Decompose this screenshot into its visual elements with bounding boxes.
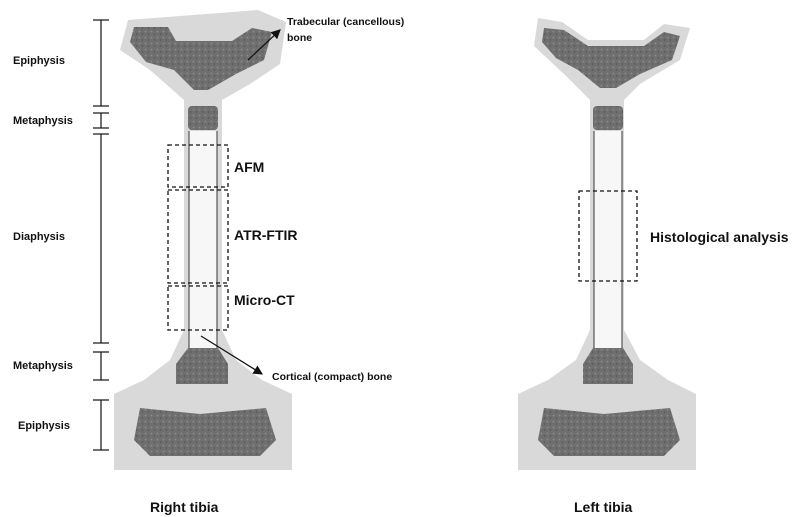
label-atr-ftir: ATR-FTIR — [234, 227, 298, 243]
label-trabecular-line1: Trabecular (cancellous) — [287, 16, 404, 28]
right-tibia-top-metaphysis-trabecular — [188, 106, 218, 130]
left-tibia-top-metaphysis-trabecular — [593, 106, 623, 130]
region-brackets — [93, 20, 109, 450]
label-metaphysis-bottom: Metaphysis — [13, 360, 73, 372]
caption-left-tibia: Left tibia — [574, 499, 633, 515]
right-tibia-bottom-epiphysis-trabecular — [134, 408, 276, 456]
label-epiphysis-bottom: Epiphysis — [18, 420, 70, 432]
right-tibia-medullary-canal — [189, 131, 217, 348]
label-cortical: Cortical (compact) bone — [272, 371, 392, 383]
label-histological-analysis: Histological analysis — [650, 229, 789, 245]
label-diaphysis: Diaphysis — [13, 231, 65, 243]
left-tibia-medullary-canal — [594, 131, 622, 348]
left-tibia-bottom-epiphysis-trabecular — [538, 408, 680, 456]
label-metaphysis-top: Metaphysis — [13, 115, 73, 127]
label-afm: AFM — [234, 159, 264, 175]
left-tibia-top-epiphysis-trabecular — [542, 28, 680, 88]
label-micro-ct: Micro-CT — [234, 292, 295, 308]
label-trabecular-line2: bone — [287, 32, 312, 44]
caption-right-tibia: Right tibia — [150, 499, 219, 515]
left-tibia-bottom-metaphysis-trabecular — [583, 348, 633, 384]
label-epiphysis-top: Epiphysis — [13, 55, 65, 67]
